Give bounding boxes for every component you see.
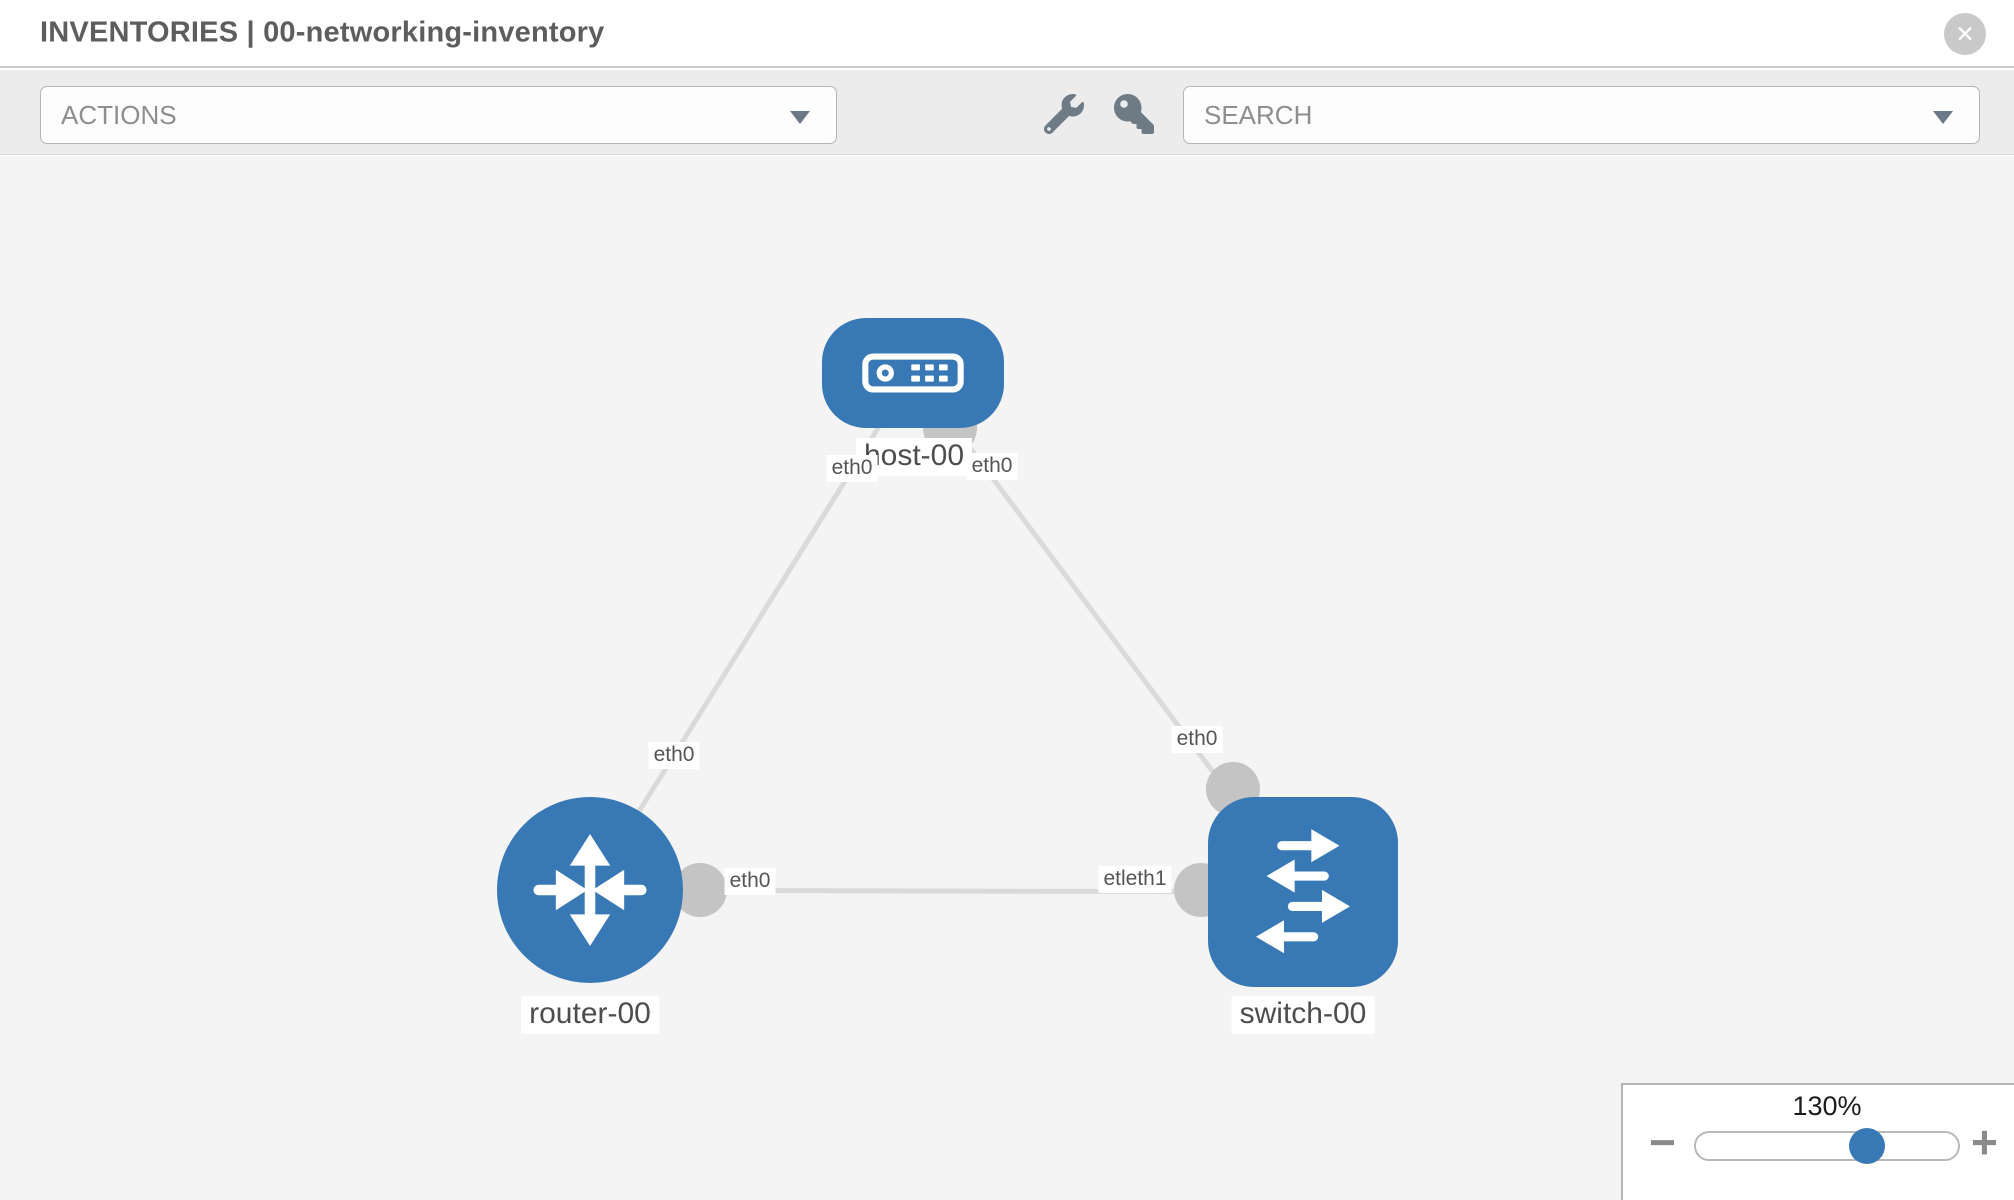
zoom-control-panel: 130% − + (1621, 1083, 2014, 1200)
actions-dropdown[interactable]: ACTIONS (40, 86, 837, 144)
switch-icon (1255, 829, 1351, 954)
interface-label: eth0 (1171, 726, 1223, 753)
node-label-host: host-00 (855, 438, 973, 476)
close-button[interactable]: ✕ (1944, 13, 1986, 55)
header: INVENTORIES | 00-networking-inventory ✕ (0, 0, 2014, 68)
page-title: INVENTORIES | 00-networking-inventory (40, 16, 605, 49)
zoom-slider-track[interactable] (1694, 1128, 1960, 1164)
node-host-00[interactable] (822, 318, 1004, 428)
zoom-slider-handle[interactable] (1849, 1128, 1885, 1164)
router-icon (533, 833, 647, 947)
actions-dropdown-label: ACTIONS (61, 100, 177, 130)
node-label-router: router-00 (521, 996, 659, 1034)
key-icon (1114, 94, 1154, 134)
search-dropdown-label: SEARCH (1204, 100, 1313, 130)
configure-button[interactable] (1043, 94, 1084, 135)
interface-label: eth0 (724, 868, 776, 895)
node-router-00[interactable] (497, 797, 683, 983)
topology-canvas[interactable]: host-00 router-00 switch-00 eth0 eth0 et… (0, 156, 2014, 1200)
wrench-icon (1043, 94, 1084, 135)
toolbar: ACTIONS SEARCH (0, 70, 2014, 155)
search-dropdown[interactable]: SEARCH (1183, 86, 1980, 144)
zoom-in-button[interactable]: + (1971, 1116, 1998, 1168)
interface-label: eth0 (648, 742, 700, 769)
node-label-switch: switch-00 (1231, 996, 1375, 1034)
caret-down-icon (790, 111, 810, 124)
caret-down-icon (1933, 111, 1953, 124)
node-switch-00[interactable] (1208, 797, 1398, 987)
host-icon (862, 353, 964, 393)
interface-label: etleth1 (1098, 866, 1172, 893)
zoom-percent: 130% (1792, 1091, 1862, 1121)
credentials-button[interactable] (1114, 94, 1154, 134)
interface-label: eth0 (966, 453, 1018, 480)
topology-links (587, 370, 1305, 895)
zoom-out-button[interactable]: − (1649, 1116, 1676, 1168)
close-icon: ✕ (1955, 20, 1975, 47)
interface-label: eth0 (826, 455, 878, 482)
